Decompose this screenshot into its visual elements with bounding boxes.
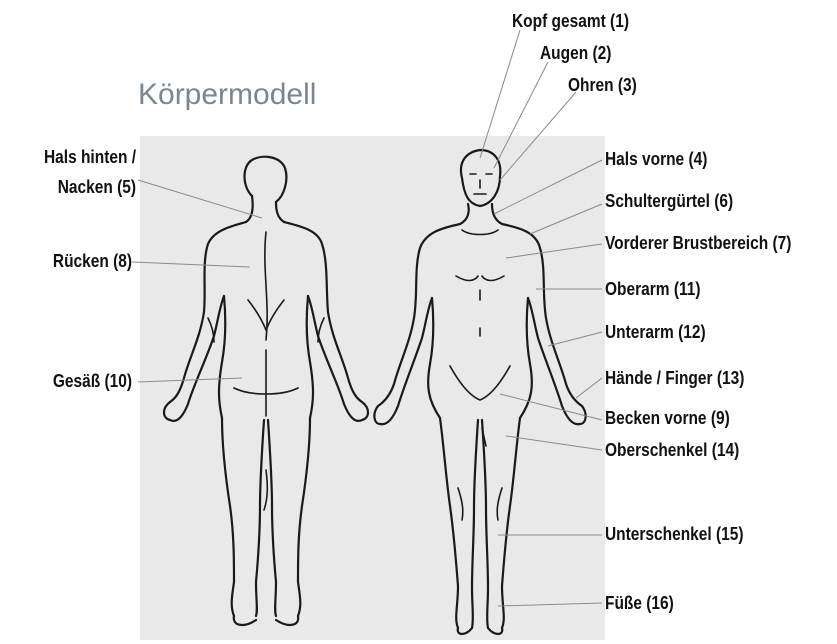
label-vorderer-brustbereich: Vorderer Brustbereich (7)	[605, 232, 791, 254]
label-kopf-gesamt: Kopf gesamt (1)	[512, 10, 629, 32]
label-ruecken: Rücken (8)	[53, 250, 132, 272]
label-gesaess: Gesäß (10)	[53, 370, 132, 392]
label-unterarm: Unterarm (12)	[605, 321, 706, 343]
label-oberschenkel: Oberschenkel (14)	[605, 439, 739, 461]
label-fuesse: Füße (16)	[605, 592, 674, 614]
label-hals-vorne: Hals vorne (4)	[605, 148, 707, 170]
back-figure	[164, 157, 368, 625]
label-augen: Augen (2)	[540, 42, 611, 64]
front-figure	[374, 150, 585, 634]
label-ohren: Ohren (3)	[568, 74, 637, 96]
label-oberarm: Oberarm (11)	[605, 278, 701, 300]
label-becken-vorne: Becken vorne (9)	[605, 407, 730, 429]
label-unterschenkel: Unterschenkel (15)	[605, 523, 744, 545]
label-schultergurtel: Schultergürtel (6)	[605, 190, 733, 212]
label-haende-finger: Hände / Finger (13)	[605, 367, 744, 389]
label-hals-hinten: Hals hinten /	[44, 146, 136, 168]
label-nacken: Nacken (5)	[58, 176, 136, 198]
